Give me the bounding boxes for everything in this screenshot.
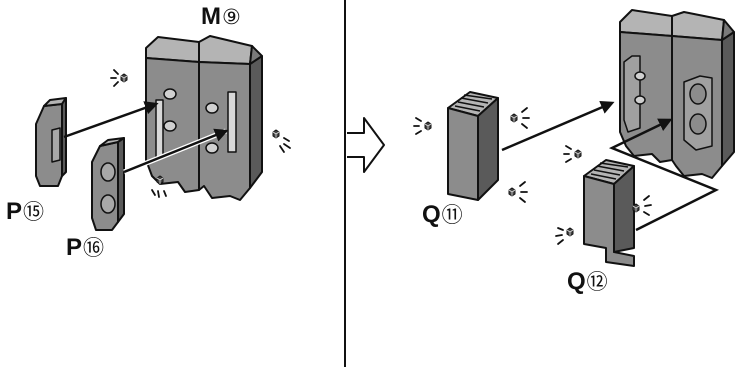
label-q12: Q⑫ bbox=[567, 266, 608, 296]
label-number: ⑨ bbox=[222, 5, 241, 29]
sparkle-cube-icon bbox=[632, 195, 652, 216]
label-number: ⑫ bbox=[586, 270, 608, 294]
label-number: ⑮ bbox=[23, 200, 45, 224]
sparkle-cube-icon bbox=[413, 117, 432, 135]
sparkle-cube-icon bbox=[508, 181, 528, 203]
sparkle-cube-icon bbox=[555, 227, 574, 245]
part-m9 bbox=[145, 35, 263, 201]
label-letter: P bbox=[6, 198, 23, 225]
label-letter: P bbox=[66, 234, 83, 261]
sparkle-cube-icon bbox=[110, 69, 128, 87]
label-number: ⑯ bbox=[83, 236, 105, 260]
part-q11 bbox=[447, 91, 499, 201]
label-number: ⑪ bbox=[441, 203, 463, 227]
label-m9: M⑨ bbox=[201, 3, 241, 31]
sparkle-cube-icon bbox=[151, 175, 167, 198]
part-p15 bbox=[35, 97, 67, 187]
label-p16: P⑯ bbox=[66, 232, 104, 262]
insertion-arrow-icon bbox=[501, 100, 615, 152]
insertion-arrow-icon bbox=[608, 118, 720, 232]
next-step-arrow-icon bbox=[347, 117, 385, 173]
part-p16 bbox=[91, 137, 125, 231]
label-p15: P⑮ bbox=[6, 196, 44, 226]
insertion-arrow-icon bbox=[123, 128, 229, 174]
sparkle-cube-icon bbox=[272, 129, 291, 153]
insertion-arrow-icon bbox=[63, 101, 159, 139]
sparkle-cube-icon bbox=[510, 107, 530, 129]
part-m9-assembled bbox=[619, 9, 735, 179]
label-q11: Q⑪ bbox=[422, 199, 463, 229]
label-letter: M bbox=[201, 3, 221, 30]
label-letter: Q bbox=[422, 201, 441, 228]
part-q12 bbox=[583, 159, 635, 267]
label-letter: Q bbox=[567, 268, 586, 295]
sparkle-cube-icon bbox=[563, 145, 582, 163]
